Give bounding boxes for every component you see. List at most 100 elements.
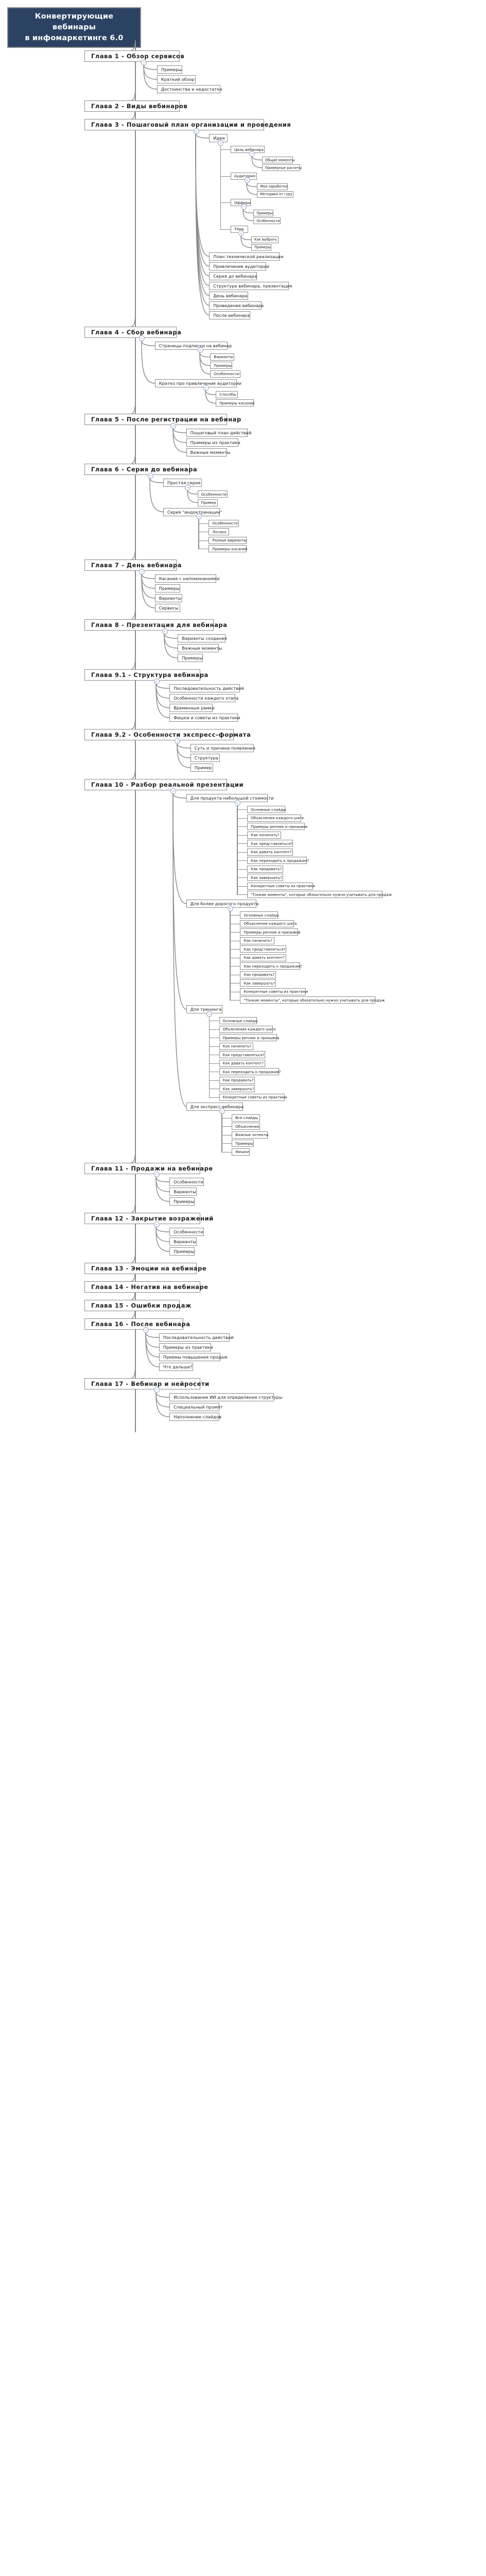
chapter-node-12-child-1[interactable]: Особенности [169, 1177, 204, 1186]
chapter-node-10-child-2[interactable]: Структура [190, 754, 220, 762]
chapter-node-17-child-2[interactable]: Примеры из практики [159, 1343, 213, 1351]
chapter-node-11-child-1-child-10[interactable]: Конкретные советы из практики [247, 882, 315, 890]
chapter-node-4-child-1-child-2[interactable]: Примеры [210, 362, 233, 369]
chapter-node-4-child-2-child-2[interactable]: Примеры касаний [216, 399, 254, 406]
chapter-node-8-child-2[interactable]: Важные моменты [178, 644, 222, 652]
chapter-node-11-child-1[interactable]: Для продукта небольшой стоимости [186, 794, 274, 802]
chapter-node-11-child-4-child-5[interactable]: Фишки [232, 1148, 250, 1156]
chapter-node-4-child-1[interactable]: Страницы подписки на вебинар [154, 341, 232, 350]
chapter-node-11-child-1-child-5[interactable]: Как представляться? [247, 840, 293, 847]
chapter-node-11-child-2-child-5[interactable]: Как представляться? [240, 945, 286, 953]
chapter-node-12-child-2[interactable]: Варианты [169, 1187, 197, 1196]
root-node[interactable]: Конвертирующие вебинары в инфомаркетинге… [7, 7, 141, 48]
chapter-node-11-child-4-child-2[interactable]: Объяснения [232, 1123, 260, 1130]
collapse-toggle-icon[interactable] [153, 1222, 160, 1227]
chapter-node-2[interactable]: Глава 2 - Виды вебинаров [84, 100, 187, 112]
chapter-node-11-child-3[interactable]: Для тренинга [186, 1005, 223, 1013]
chapter-node-3-child-1-child-3-child-2[interactable]: Особенности [253, 217, 281, 224]
collapse-toggle-icon[interactable] [227, 905, 233, 911]
chapter-node-13-child-1[interactable]: Особенности [169, 1227, 204, 1236]
collapse-toggle-icon[interactable] [139, 568, 145, 574]
chapter-node-3-child-7[interactable]: Проведение вебинара [209, 301, 264, 310]
chapter-node-12[interactable]: Глава 11 - Продажи на вебинаре [84, 1162, 213, 1174]
chapter-node-18-child-2[interactable]: Специальный промпт [169, 1402, 223, 1411]
chapter-node-6-child-2-child-2[interactable]: Логика [209, 528, 229, 535]
collapse-toggle-icon[interactable] [153, 678, 160, 684]
chapter-node-11-child-2-child-2[interactable]: Объяснения каждого шага [240, 920, 297, 927]
chapter-node-11-child-2-child-7[interactable]: Как переходить к продажам? [240, 962, 302, 970]
collapse-toggle-icon[interactable] [139, 335, 145, 341]
chapter-node-6-child-2-child-4[interactable]: Примеры касаний [209, 545, 248, 552]
collapse-toggle-icon[interactable] [240, 204, 247, 210]
chapter-node-1[interactable]: Глава 1 - Обзор сервисов [84, 50, 184, 62]
chapter-node-11-child-2-child-8[interactable]: Как продавать? [240, 971, 276, 978]
chapter-node-5-child-2[interactable]: Примеры из практики [186, 438, 240, 447]
chapter-node-5-child-3[interactable]: Важные моменты [186, 448, 230, 456]
chapter-node-10-child-1[interactable]: Суть и причина появления [190, 744, 255, 752]
collapse-toggle-icon[interactable] [219, 1108, 225, 1114]
chapter-node-11-child-2-child-4[interactable]: Как начинать? [240, 937, 274, 944]
chapter-node-3-child-4[interactable]: Серия до вебинара [209, 272, 257, 280]
chapter-node-11-child-2-child-10[interactable]: Конкретные советы из практики [240, 988, 308, 995]
chapter-node-17-child-3[interactable]: Приемы повышения продаж [159, 1352, 228, 1361]
chapter-node-11-child-1-child-2[interactable]: Объяснения каждого шага [247, 814, 304, 822]
collapse-toggle-icon[interactable] [185, 484, 191, 490]
chapter-node-9-child-4[interactable]: Фишки и советы из практики [169, 714, 240, 722]
chapter-node-11-child-1-child-3[interactable]: Примеры реплик и призывов [247, 823, 307, 830]
chapter-node-11-child-4-child-4[interactable]: Примеры [232, 1140, 254, 1147]
chapter-node-18-child-3[interactable]: Наполнение слайдов [169, 1412, 221, 1421]
chapter-node-3-child-1-child-4-child-1[interactable]: Как выбрать [251, 236, 279, 243]
chapter-node-6-child-1-child-1[interactable]: Особенности [197, 490, 228, 498]
chapter-node-17[interactable]: Глава 16 - После вебинара [84, 1318, 190, 1330]
chapter-node-9-child-2[interactable]: Особенности каждого этапа [169, 694, 238, 702]
chapter-node-11-child-3-child-6[interactable]: Как давать контент? [219, 1059, 265, 1067]
chapter-node-11-child-3-child-8[interactable]: Как продавать? [219, 1076, 255, 1084]
chapter-node-11[interactable]: Глава 10 - Разбор реальной презентации [84, 779, 244, 790]
chapter-node-3[interactable]: Глава 3 - Пошаговый план организации и п… [84, 119, 291, 130]
chapter-node-10-child-3[interactable]: Пример [190, 764, 214, 772]
chapter-node-1-child-1[interactable]: Примеры [157, 65, 182, 74]
chapter-node-7-child-2[interactable]: Примеры [154, 584, 180, 592]
chapter-node-3-child-1-child-1-child-1[interactable]: Общие моменты [262, 157, 294, 163]
chapter-node-3-child-1-child-3-child-1[interactable]: Примеры [253, 210, 274, 216]
chapter-node-8-child-1[interactable]: Варианты создания [178, 634, 227, 642]
chapter-node-8[interactable]: Глава 8 - Презентация для вебинара [84, 619, 227, 631]
chapter-node-7-child-1[interactable]: Касания с напоминаниями [154, 574, 219, 583]
chapter-node-5[interactable]: Глава 5 - После регистрации на вебинар [84, 414, 241, 425]
chapter-node-11-child-1-child-7[interactable]: Как переходить к продажам? [247, 857, 309, 864]
collapse-toggle-icon[interactable] [141, 59, 147, 65]
collapse-toggle-icon[interactable] [196, 514, 202, 519]
chapter-node-11-child-3-child-9[interactable]: Как завершать? [219, 1085, 255, 1092]
chapter-node-11-child-2-child-1[interactable]: Основные слайды [240, 911, 279, 919]
chapter-node-3-child-1-child-2[interactable]: Аудитория [230, 172, 257, 180]
chapter-node-9-child-1[interactable]: Последовательность действий [169, 684, 244, 692]
chapter-node-18-child-1[interactable]: Использование ИИ для определения структу… [169, 1393, 282, 1401]
chapter-node-11-child-1-child-9[interactable]: Как завершать? [247, 874, 284, 881]
chapter-node-4-child-1-child-3[interactable]: Особенности [210, 370, 240, 378]
collapse-toggle-icon[interactable] [175, 738, 181, 744]
collapse-toggle-icon[interactable] [206, 1011, 213, 1017]
chapter-node-3-child-1-child-2-child-2[interactable]: Методики от гуру [257, 191, 294, 198]
chapter-node-6-child-1-child-2[interactable]: Пример [197, 499, 218, 506]
chapter-node-6-child-2[interactable]: Серия "индоктринации" [163, 507, 222, 516]
chapter-node-6-child-2-child-3[interactable]: Разные варианты [209, 536, 247, 544]
chapter-node-4-child-2[interactable]: Кратко про привлечение аудитории [154, 379, 241, 387]
chapter-node-3-child-3[interactable]: Привлечение аудитории [209, 262, 269, 270]
chapter-node-11-child-1-child-11[interactable]: "Тонкие моменты", которые обязательно ну… [247, 891, 392, 898]
chapter-node-11-child-3-child-4[interactable]: Как начинать? [219, 1042, 253, 1050]
chapter-node-3-child-2[interactable]: План технической реализации [209, 252, 283, 261]
chapter-node-1-child-2[interactable]: Краткий обзор [157, 75, 196, 83]
chapter-node-11-child-1-child-4[interactable]: Как начинать? [247, 831, 282, 839]
chapter-node-5-child-1[interactable]: Пошаговый план действий [186, 429, 251, 437]
chapter-node-16[interactable]: Глава 15 - Ошибки продаж [84, 1299, 192, 1311]
collapse-toggle-icon[interactable] [147, 472, 153, 479]
collapse-toggle-icon[interactable] [218, 140, 224, 146]
chapter-node-10[interactable]: Глава 9.2 - Особенности экспресс-формата [84, 729, 251, 740]
chapter-node-11-child-2-child-11[interactable]: "Тонкие моменты", которые обязательно ну… [240, 996, 385, 1004]
chapter-node-11-child-4-child-1[interactable]: Все слайды [232, 1114, 260, 1122]
chapter-node-11-child-4[interactable]: Для экспресс-вебинара [186, 1102, 244, 1111]
chapter-node-13-child-2[interactable]: Варианты [169, 1237, 197, 1246]
chapter-node-11-child-2-child-6[interactable]: Как давать контент? [240, 954, 286, 961]
chapter-node-11-child-2[interactable]: Для более дорогого продукта [186, 900, 258, 908]
chapter-node-15[interactable]: Глава 14 - Негатив на вебинаре [84, 1281, 208, 1293]
